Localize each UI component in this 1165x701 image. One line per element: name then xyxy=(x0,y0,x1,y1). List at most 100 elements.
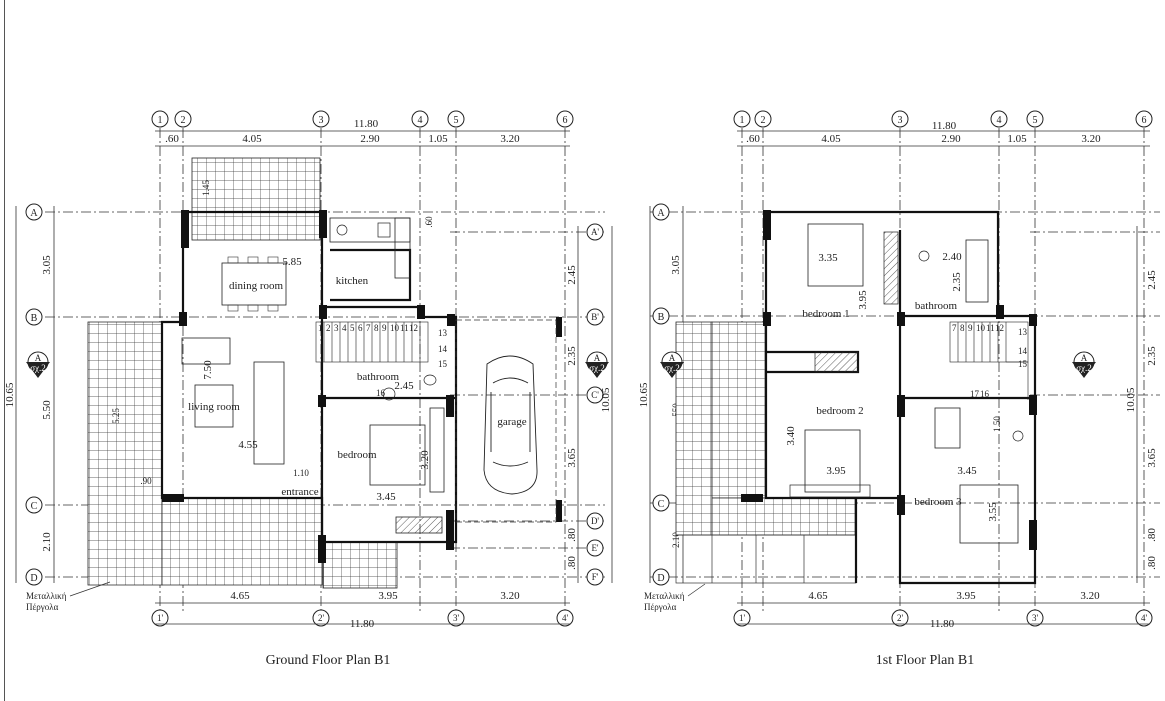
living-sofas xyxy=(181,337,285,465)
entrance-steps xyxy=(322,541,398,589)
stair-number: 13 xyxy=(1018,327,1028,337)
ground-columns xyxy=(162,210,562,563)
svg-text:A: A xyxy=(594,353,601,363)
grid-marker: 3 xyxy=(312,110,330,128)
room-label-bedroom-2: bedroom 2 xyxy=(816,405,863,417)
grid-label: 6 xyxy=(1142,115,1147,126)
svg-text:6: 6 xyxy=(563,115,568,126)
wardrobe xyxy=(789,484,871,498)
hatched-shaft xyxy=(883,231,899,305)
grid-label: 2' xyxy=(897,613,904,623)
stair-number: 8 xyxy=(960,323,965,333)
pergola-label: Πέργολα xyxy=(644,602,677,612)
grid-label: C xyxy=(658,499,665,510)
stair-number: 2 xyxy=(326,323,331,333)
right-dim: .80 xyxy=(566,528,578,542)
grid-label: D xyxy=(657,573,664,584)
stair-number: 11 xyxy=(400,323,409,333)
inner-dim: .60 xyxy=(424,216,434,228)
bed-icon xyxy=(959,484,1019,544)
stair-number: 17 xyxy=(970,389,980,399)
inner-dim: 3.45 xyxy=(957,465,977,477)
kitchen-counter-side xyxy=(394,217,411,279)
right-dim: .80 xyxy=(566,556,578,570)
kitchen-counter xyxy=(329,217,411,243)
inner-dim: 5.25 xyxy=(111,408,121,424)
first-right-dimensions: 10.05 2.45 2.35 3.65 .80 .80 xyxy=(1125,226,1158,583)
car-icon xyxy=(483,355,538,495)
ground-right-grid: A' B' C' D' E' F' xyxy=(586,223,604,586)
grid-label: A xyxy=(30,208,38,219)
pergola-bottom xyxy=(161,497,323,586)
ground-top-grid: 1 2 3 4 5 6 xyxy=(151,110,574,128)
top-dim: 4.05 xyxy=(821,133,841,145)
inner-dim: 2.40 xyxy=(942,251,962,263)
hatched-wall xyxy=(395,516,443,534)
stair-number: 12 xyxy=(995,323,1004,333)
inner-dim: 3.40 xyxy=(785,426,797,446)
pergola-label: Μεταλλική xyxy=(644,591,685,601)
left-overall-dim: 10.65 xyxy=(638,382,650,407)
first-floor-caption: 1st Floor Plan B1 xyxy=(876,653,974,668)
pergola-left xyxy=(675,321,713,536)
inner-dim: 3.20 xyxy=(419,450,431,470)
grid-label: B' xyxy=(591,312,599,322)
inner-dim: 4.55 xyxy=(238,439,258,451)
ground-left-dimensions xyxy=(15,206,55,583)
stair-number: 16 xyxy=(376,388,386,398)
stair-number: 15 xyxy=(438,359,448,369)
pergola-top xyxy=(191,157,321,241)
stair-number: 11 xyxy=(986,323,995,333)
sheet-border xyxy=(4,0,5,701)
inner-dim: 3.45 xyxy=(376,491,396,503)
room-label-garage: garage xyxy=(497,416,526,428)
garage-outline xyxy=(455,319,557,523)
grid-label: 2' xyxy=(318,613,325,623)
grid-label: 4' xyxy=(562,613,569,623)
svg-text:σχ.2: σχ.2 xyxy=(30,363,46,373)
room-label-bedroom: bedroom xyxy=(337,449,377,461)
stair-number: 16 xyxy=(980,389,990,399)
top-dim: .60 xyxy=(165,133,179,145)
stair-number: 15 xyxy=(1018,359,1028,369)
inner-dim: .90 xyxy=(140,476,152,486)
room-label-entrance: entrance xyxy=(281,486,318,498)
stair-number: 14 xyxy=(1018,346,1028,356)
inner-dim: 3.95 xyxy=(857,290,869,310)
top-dim: 2.90 xyxy=(360,133,380,145)
bottom-dim: 3.20 xyxy=(500,590,520,602)
right-dim: .80 xyxy=(1146,556,1158,570)
bottom-overall-dim: 11.80 xyxy=(930,618,955,630)
section-marker-right: A σχ.2 xyxy=(1072,351,1096,378)
svg-text:A: A xyxy=(1081,353,1088,363)
bed-icon xyxy=(804,429,861,493)
section-marker-left: A σχ.2 xyxy=(26,351,50,378)
stair-number: 9 xyxy=(382,323,387,333)
left-dim: 5.50 xyxy=(41,400,53,420)
left-dim: 2.10 xyxy=(41,532,53,552)
grid-label: D xyxy=(30,573,37,584)
grid-label: A xyxy=(657,208,665,219)
top-overall-dim: 11.80 xyxy=(932,120,957,132)
grid-label: 1' xyxy=(157,613,164,623)
section-marker-left: A σχ.2 xyxy=(660,351,684,378)
top-dim: 1.05 xyxy=(428,133,448,145)
grid-label: E' xyxy=(591,543,598,553)
grid-label: C xyxy=(31,501,38,512)
grid-label: B xyxy=(31,313,38,324)
svg-text:2: 2 xyxy=(181,115,186,126)
right-overall-dim: 10.05 xyxy=(600,387,612,412)
bottom-overall-dim: 11.80 xyxy=(350,618,375,630)
ground-floor-plan: 1 2 3 4 5 6 11.80 .60 4.05 2.90 1.05 3.2… xyxy=(4,110,613,668)
inner-dim: 5.85 xyxy=(282,256,302,268)
bottom-dim: 4.65 xyxy=(230,590,250,602)
left-dim: 3.05 xyxy=(41,255,53,275)
top-dim: 3.20 xyxy=(1081,133,1101,145)
inner-dim: 1.45 xyxy=(201,180,211,196)
toilet-icon xyxy=(918,250,930,262)
svg-text:A: A xyxy=(35,353,42,363)
stair-number: 7 xyxy=(366,323,371,333)
hatched-wall xyxy=(814,351,859,373)
bed-icon xyxy=(807,223,864,287)
